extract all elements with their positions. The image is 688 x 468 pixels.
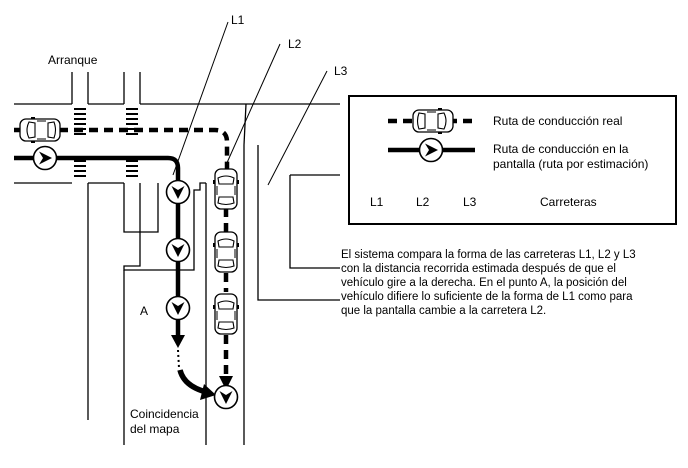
legend-l3: L3 [463, 195, 477, 209]
label-map-match-2: del mapa [130, 422, 180, 436]
roads [14, 72, 340, 445]
description-line: El sistema compara la forma de las carre… [341, 249, 636, 261]
position-arrow-icon [165, 295, 191, 321]
real-route-arrow-icon [219, 376, 233, 390]
car-icon [19, 116, 61, 144]
legend-display-route-2: pantalla (ruta por estimación) [493, 157, 648, 171]
switch-arrow [177, 369, 207, 395]
legend-l2: L2 [416, 195, 430, 209]
real-route-path [14, 127, 230, 378]
label-l2: L2 [288, 37, 302, 51]
position-arrow-icon [32, 145, 58, 171]
legend-car-icon [412, 107, 454, 135]
description-line: con la distancia recorrida estimada desp… [341, 263, 616, 275]
switch-arrow-head-icon [200, 384, 216, 400]
position-arrow-icon [213, 384, 239, 410]
crosswalk-markings [74, 108, 138, 177]
leader-lines [172, 21, 328, 186]
legend-roads: Carreteras [540, 195, 597, 209]
label-l1: L1 [231, 13, 245, 27]
description-line: vehículo gire a la derecha. En el punto … [341, 277, 627, 289]
legend: Ruta de conducción real Ruta de conducci… [348, 95, 677, 225]
car-icon [212, 231, 240, 273]
label-map-match-1: Coincidencia [130, 407, 199, 421]
car-icon [212, 168, 240, 210]
description-line: vehículo difiere lo suficiente de la for… [341, 291, 633, 303]
legend-display-route-1: Ruta de conducción en la [493, 142, 629, 156]
position-arrow-icon [165, 179, 191, 205]
legend-position-arrow-icon [418, 137, 444, 163]
legend-real-route: Ruta de conducción real [493, 114, 622, 128]
description: El sistema compara la forma de las carre… [341, 249, 636, 317]
position-arrow-icon [165, 237, 191, 263]
estimated-gap-dots [177, 349, 180, 369]
label-start: Arranque [48, 53, 98, 67]
label-l3: L3 [334, 64, 348, 78]
car-icon [212, 293, 240, 335]
display-route-arrow-icon [171, 335, 185, 348]
display-route-path [14, 155, 181, 336]
label-point-a: A [140, 304, 148, 318]
description-line: que la pantalla cambie a la carretera L2… [341, 305, 546, 317]
legend-l1: L1 [370, 195, 384, 209]
